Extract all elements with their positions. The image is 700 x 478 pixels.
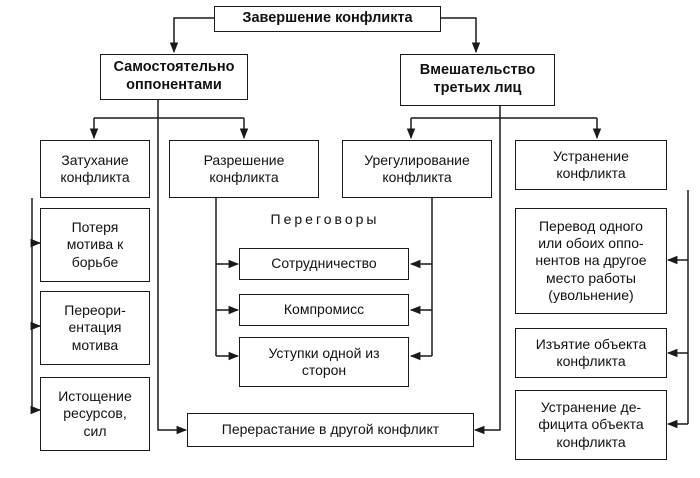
category-settlement-box: Урегулирование конфликта <box>342 140 492 198</box>
fading-item-3: Истощение ресурсов, сил <box>40 377 150 451</box>
category-elimination-box: Устранение конфликта <box>515 140 667 190</box>
elimination-item-2: Изъятие объекта конфликта <box>515 328 667 378</box>
branch-self-box: Самостоятельно оппонентами <box>100 54 248 100</box>
fading-item-2: Переори- ентация мотива <box>40 291 150 365</box>
title-box: Завершение конфликта <box>214 6 441 32</box>
connector-title-third <box>441 17 481 54</box>
negotiations-label: Переговоры <box>270 211 380 227</box>
elimination-item-1: Перевод одного или обоих оппо- нентов на… <box>515 208 667 314</box>
negotiation-cooperation-box: Сотрудничество <box>239 248 409 280</box>
elimination-item-3: Устранение де- фицита объекта конфликта <box>515 390 667 460</box>
connector-third-to-escalation <box>473 118 501 435</box>
fading-item-1: Потеря мотива к борьбе <box>40 208 150 282</box>
negotiation-concession-box: Уступки одной из сторон <box>239 337 409 387</box>
connector-title-self <box>169 17 214 54</box>
branch-third-box: Вмешательство третьих лиц <box>400 54 555 106</box>
category-fading-box: Затухание конфликта <box>40 140 150 198</box>
category-resolution-box: Разрешение конфликта <box>169 140 319 198</box>
escalation-box: Перерастание в другой конфликт <box>187 413 474 447</box>
connector-self-to-escalation <box>157 118 188 435</box>
negotiation-compromise-box: Компромисс <box>239 294 409 326</box>
